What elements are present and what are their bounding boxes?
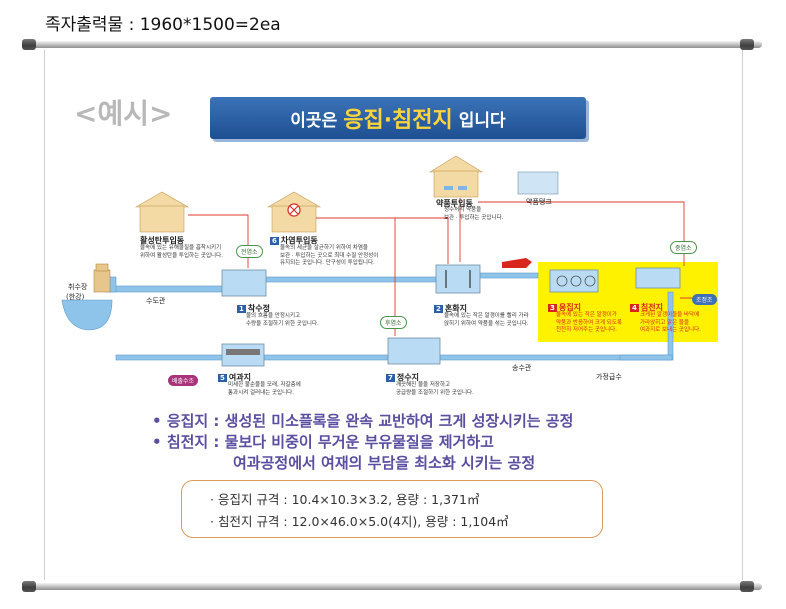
chem-building-label: 약품투입동 (436, 199, 473, 208)
bottom-rod (24, 583, 762, 590)
header-text: 족자출력물 : 1960*1500=2ea (45, 15, 281, 35)
distribution-tank-tag: 배출수조 (168, 375, 199, 386)
post-chlorine-tag: 후염소 (380, 316, 407, 329)
spec-flocculation: · 응집지 규격 : 10.4×10.3×3.2, 용량 : 1,371㎥ (210, 492, 480, 507)
title-banner: 이곳은 응집·침전지 입니다 (210, 97, 586, 139)
chlorine-num: 6 (270, 237, 279, 245)
spec-box (181, 480, 603, 538)
intake-sub-label: (한강) (66, 293, 85, 301)
carbon-desc: 물속에 있는 유해물질을 흡착시키기 위하여 활성탄을 투입하는 곳입니다. (140, 245, 223, 259)
chlorine-desc: 물속의 세균을 살균하기 위하여 차염을 보관 · 투입하는 곳으로 최대 수질… (280, 245, 379, 267)
s7-desc: 깨끗해진 물을 저장하고 공급량을 조절하기 위한 곳입니다. (396, 382, 474, 396)
top-rod (24, 41, 762, 48)
s5-desc: 미세한 불순물을 모래, 자갈층에 통과시켜 걸러내는 곳입니다. (228, 382, 301, 396)
s2-desc: 물속에 있는 작은 알갱이를 빨리 가라 앉히기 위하여 약품을 섞는 곳입니다… (444, 313, 529, 327)
pre-chlorine-tag: 전염소 (236, 245, 263, 258)
top-rod-cap-left (22, 39, 36, 50)
mid-chlorine-tag: 중염소 (670, 241, 697, 254)
example-label: <예시> (74, 97, 173, 130)
intake-label: 취수장 (68, 283, 88, 291)
s3-desc: 물속에 있는 작은 알갱이가 약품과 반응하여 크게 되도록 천천히 저어주는 … (556, 312, 622, 334)
bullet-sedimentation-cont: 여과공정에서 여재의 부담을 최소화 시키는 공정 (233, 454, 536, 472)
chem-tank-label: 약품탱크 (526, 198, 552, 206)
bullet-sedimentation: • 침전지 : 물보다 비중이 무거운 부유물질을 제거하고 (152, 433, 494, 451)
control-tank-tag: 조정조 (692, 294, 717, 305)
bottom-rod-cap-left (22, 581, 36, 592)
title-pre: 이곳은 (290, 110, 338, 131)
s1-desc: 물의 흐름을 안정시키고 수량을 조절하기 위한 곳입니다. (246, 313, 319, 327)
title-post: 입니다 (458, 110, 506, 131)
bottom-rod-cap-right (740, 581, 754, 592)
bullet-flocculation: • 응집지 : 생성된 미소플록을 완속 교반하여 크게 성장시키는 공정 (152, 412, 574, 430)
conduit-label: 수도관 (146, 297, 166, 305)
chem-desc: 정수처리 약품을 보관 · 투입하는 곳입니다. (444, 207, 504, 221)
water-pipe-label: 송수관 (512, 364, 532, 372)
carbon-building-label: 활성탄투입동 (140, 236, 185, 245)
spec-sedimentation: · 침전지 규격 : 12.0×46.0×5.0(4지), 용량 : 1,104… (210, 514, 509, 529)
s4-desc: 크게된 알갱이들을 바닥에 가라앉히고 맑은 물을 여과지로 보내는 곳입니다. (640, 312, 701, 334)
household-supply-label: 가정급수 (596, 373, 622, 381)
top-rod-cap-right (740, 39, 754, 50)
title-main: 응집·침전지 (343, 108, 453, 133)
